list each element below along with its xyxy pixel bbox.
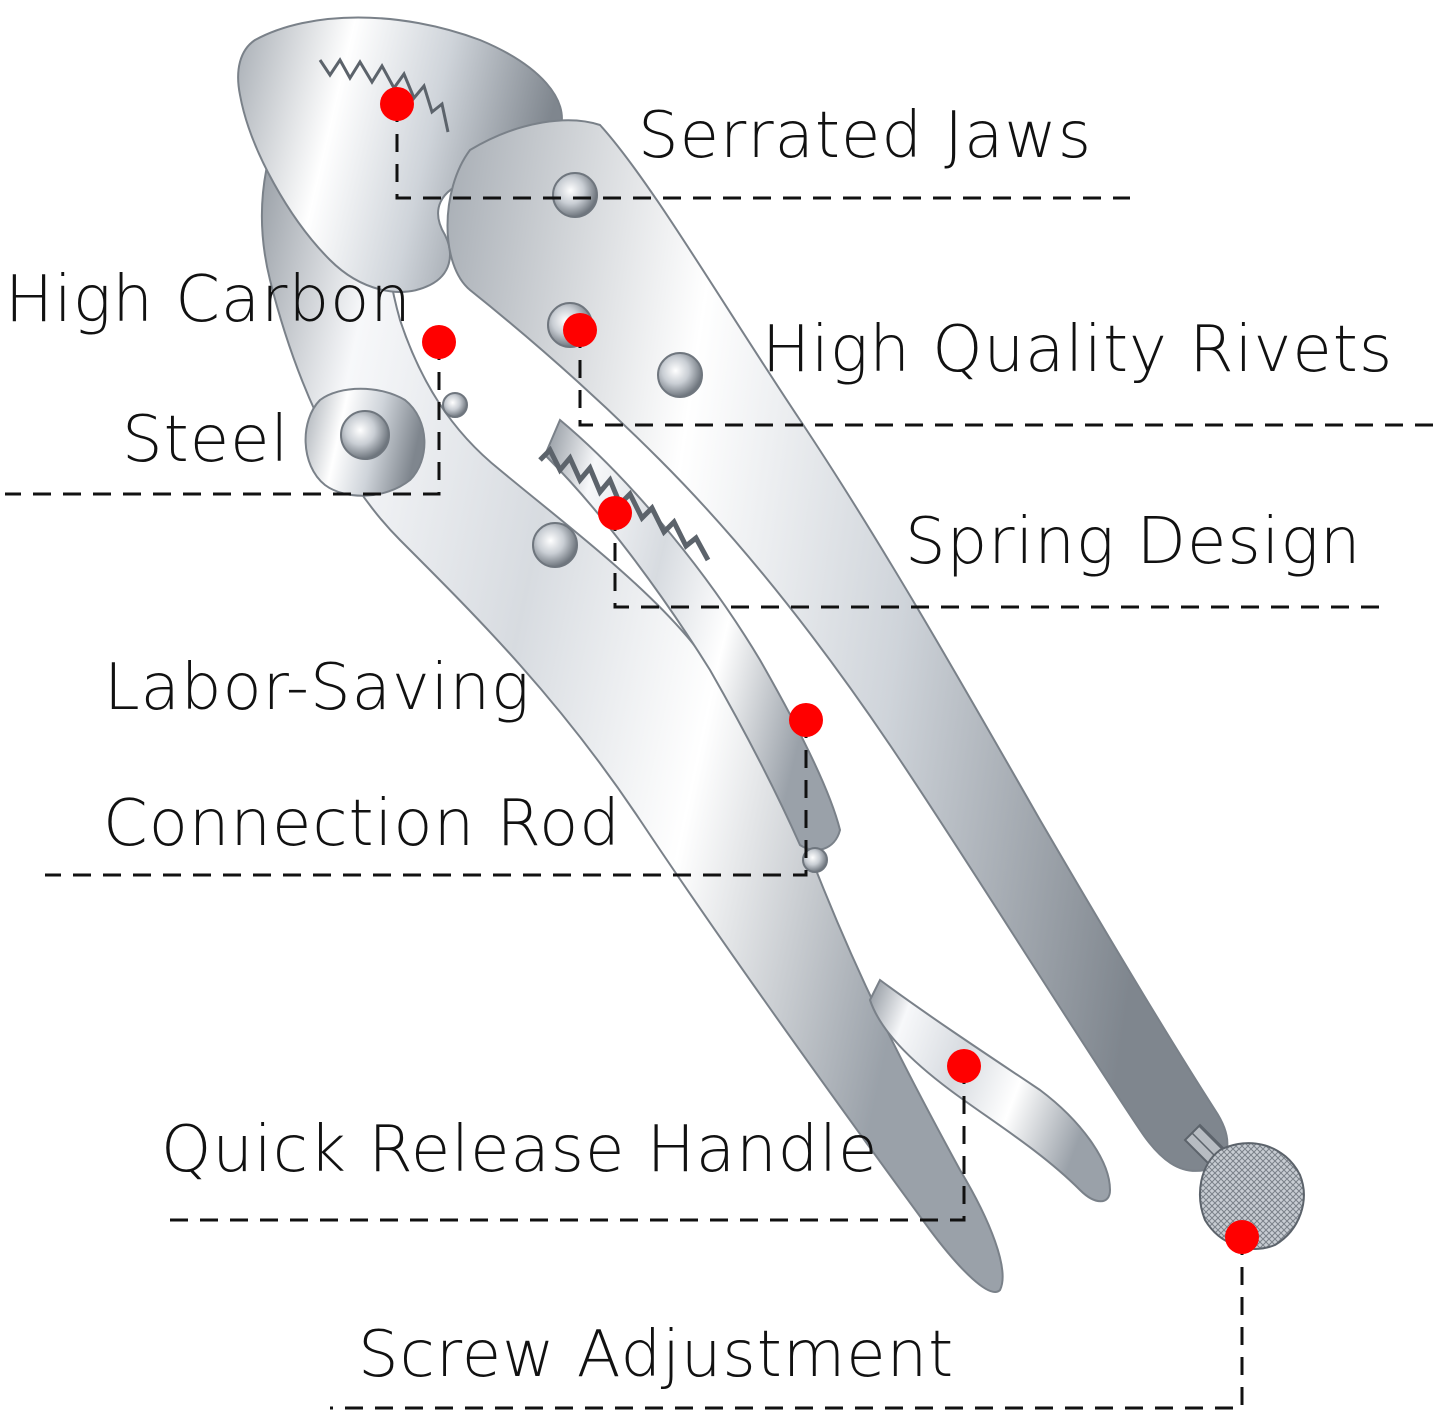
rivet-6 <box>442 392 468 418</box>
rivet-1 <box>552 172 598 218</box>
label-high-quality-rivets: High Quality Rivets <box>762 313 1394 387</box>
label-labor-saving: Labor-Saving <box>104 651 531 725</box>
marker-serrated-jaws <box>380 87 414 121</box>
label-screw-adjustment: Screw Adjustment <box>358 1318 955 1392</box>
label-connection-rod: Connection Rod <box>103 787 621 861</box>
leader-high-carbon-steel <box>5 342 441 496</box>
marker-high-quality-rivets <box>563 313 597 347</box>
marker-spring-design <box>598 496 632 530</box>
markers <box>380 87 1259 1254</box>
rivet-5 <box>532 522 578 568</box>
label-quick-release-handle: Quick Release Handle <box>161 1113 879 1187</box>
leader-high-quality-rivets <box>578 330 1440 427</box>
rivet-7 <box>802 847 828 873</box>
marker-quick-release-handle <box>947 1049 981 1083</box>
leader-lines <box>5 104 1440 1410</box>
lower-handle-shape <box>260 75 1004 1293</box>
upper-jaw-shape <box>237 16 563 293</box>
leader-spring-design <box>613 513 1385 609</box>
label-steel: Steel <box>122 403 290 477</box>
label-high-carbon: High Carbon <box>5 263 412 337</box>
rivet-4 <box>340 410 390 460</box>
leader-quick-release-handle <box>163 1066 966 1222</box>
label-spring-design: Spring Design <box>905 505 1362 579</box>
release-lever-shape <box>868 978 1112 1203</box>
rivet-3 <box>657 352 703 398</box>
marker-labor-saving-rod <box>789 703 823 737</box>
adjustment-knob-shape <box>1199 1142 1305 1250</box>
leader-serrated-jaws <box>395 104 1130 200</box>
jaw-serrations <box>318 57 450 133</box>
marker-high-carbon-steel <box>422 325 456 359</box>
label-serrated-jaws: Serrated Jaws <box>638 99 1093 173</box>
leader-labor-saving-rod <box>45 720 808 877</box>
marker-screw-adjustment <box>1225 1220 1259 1254</box>
